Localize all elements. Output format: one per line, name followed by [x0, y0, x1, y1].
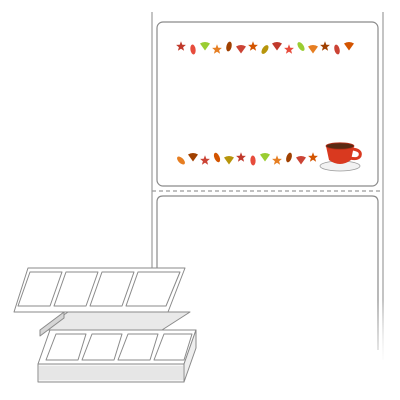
leaf-icon — [212, 44, 222, 54]
fanfold-top-sheet — [13, 267, 186, 313]
fanfold-label-2 — [53, 271, 99, 307]
leaf-icon — [236, 152, 246, 162]
leaf-icon — [213, 152, 221, 163]
leaf-icon — [250, 155, 256, 166]
leaf-icon — [344, 42, 354, 51]
fanfold-stack-block — [37, 329, 197, 383]
leaf-garland-top — [176, 41, 354, 55]
fanfold-label-4 — [125, 271, 181, 307]
cup-handle — [349, 147, 362, 161]
label-outline — [156, 21, 379, 187]
stack-label-4 — [153, 333, 193, 361]
leaf-icon — [176, 41, 186, 51]
cup-body — [326, 146, 354, 164]
cup-coffee — [325, 142, 355, 150]
leaf-icon — [261, 45, 269, 54]
leaf-icon — [236, 45, 246, 54]
fanfold-stack — [13, 267, 197, 383]
leaf-icon — [200, 42, 210, 51]
leaf-icon — [334, 44, 340, 55]
stack-label-2 — [81, 333, 123, 361]
leaf-garland-bottom — [177, 152, 318, 166]
stack-sheet-lines — [38, 366, 184, 380]
fanfold-fold — [39, 311, 191, 337]
blank-label-outline — [156, 195, 379, 350]
leaf-icon — [308, 45, 318, 54]
leaf-icon — [296, 156, 306, 165]
fanfold-label-1 — [17, 271, 63, 307]
fanfold-fold-edge — [39, 311, 65, 337]
leaf-icon — [200, 155, 210, 165]
leaf-icon — [177, 156, 185, 165]
leaf-icon — [260, 153, 270, 162]
leaf-icon — [286, 152, 292, 163]
leaf-icon — [190, 44, 196, 55]
leaf-icon — [308, 152, 318, 162]
stack-label-3 — [117, 333, 159, 361]
leaf-icon — [224, 156, 234, 165]
stack-label-1 — [45, 333, 87, 361]
leaf-icon — [226, 41, 232, 52]
leaf-icon — [272, 155, 282, 165]
printed-label — [156, 21, 379, 187]
leaf-icon — [188, 153, 198, 162]
coffee-cup-icon — [319, 142, 362, 172]
leaf-icon — [320, 41, 330, 51]
leaf-icon — [297, 42, 305, 51]
stack-side-face — [183, 329, 197, 383]
leaf-icon — [284, 44, 294, 54]
leaf-icon — [248, 41, 258, 51]
leaf-icon — [272, 42, 282, 51]
fanfold-label-3 — [89, 271, 135, 307]
